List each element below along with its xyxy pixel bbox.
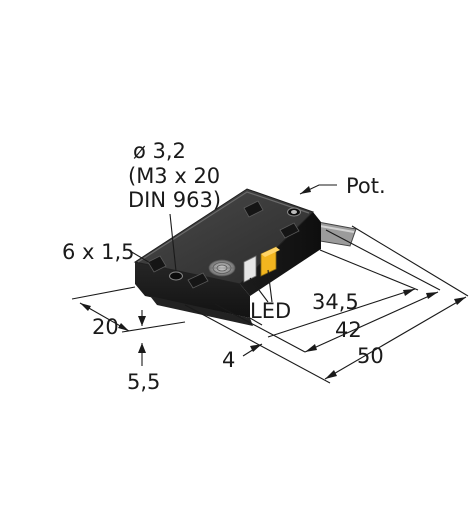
extension-50 [351, 225, 469, 297]
leader-led-right [267, 269, 273, 303]
housing-base-rail [150, 296, 253, 326]
dimension-345 [267, 288, 416, 338]
arrow-345-b [403, 289, 415, 296]
label-dim-20: 20 [92, 315, 119, 339]
leader-led-left [249, 277, 269, 303]
label-dim-50: 50 [357, 344, 384, 368]
potentiometer [291, 210, 297, 214]
arrow-42-b [426, 292, 438, 299]
sensing-face [208, 259, 236, 277]
arrow-55-bottom [138, 343, 146, 353]
label-potentiometer: Pot. [346, 174, 386, 198]
arrow-20-b [118, 323, 129, 331]
extension-base-front [184, 304, 331, 384]
led-window-left [243, 255, 257, 283]
sensor-housing [133, 188, 357, 326]
slot-front-center [187, 272, 209, 289]
label-hole-diameter: ø 3,2 [133, 139, 186, 163]
extension-base-front-3 [249, 317, 263, 326]
cable-sheen [319, 225, 355, 233]
extension-20-b [121, 321, 186, 333]
extension-base-front-2 [214, 303, 306, 353]
arrow-4 [250, 344, 262, 352]
label-led: LED [250, 299, 291, 323]
arrow-42-a [305, 344, 317, 352]
leader-hole [169, 213, 177, 272]
arrow-50-a [325, 370, 337, 379]
mounting-hole-front [169, 271, 183, 281]
label-screw-spec: (M3 x 20 [128, 164, 220, 188]
extension-20-a [71, 286, 136, 300]
housing-right-face [240, 212, 321, 296]
led-window-right-top [261, 247, 280, 257]
slot-back-left [243, 200, 264, 218]
arrow-55-top [138, 316, 146, 326]
arrow-20-a [80, 303, 91, 311]
label-dim-4: 4 [222, 348, 235, 372]
label-dim-42: 42 [335, 318, 362, 342]
label-screw-standard: DIN 963) [128, 188, 221, 212]
housing-front-face [135, 262, 250, 318]
leader-slot [129, 250, 153, 265]
label-dim-34-5: 34,5 [312, 290, 359, 314]
housing-top-edge [137, 191, 310, 263]
dimension-labels: ø 3,2 (M3 x 20 DIN 963) Pot. 6 x 1,5 LED… [62, 139, 386, 394]
dimension-42 [304, 291, 439, 353]
leader-pot-arrow [300, 186, 311, 194]
slot-front-left [147, 255, 167, 273]
dimension-50 [324, 296, 467, 380]
extension-42 [325, 229, 441, 291]
label-dim-5-5: 5,5 [127, 370, 160, 394]
extension-345 [319, 249, 419, 291]
dimension-lines [71, 184, 469, 384]
arrow-50-b [454, 297, 466, 305]
slot-back-right [279, 222, 300, 239]
label-slot-size: 6 x 1,5 [62, 240, 135, 264]
